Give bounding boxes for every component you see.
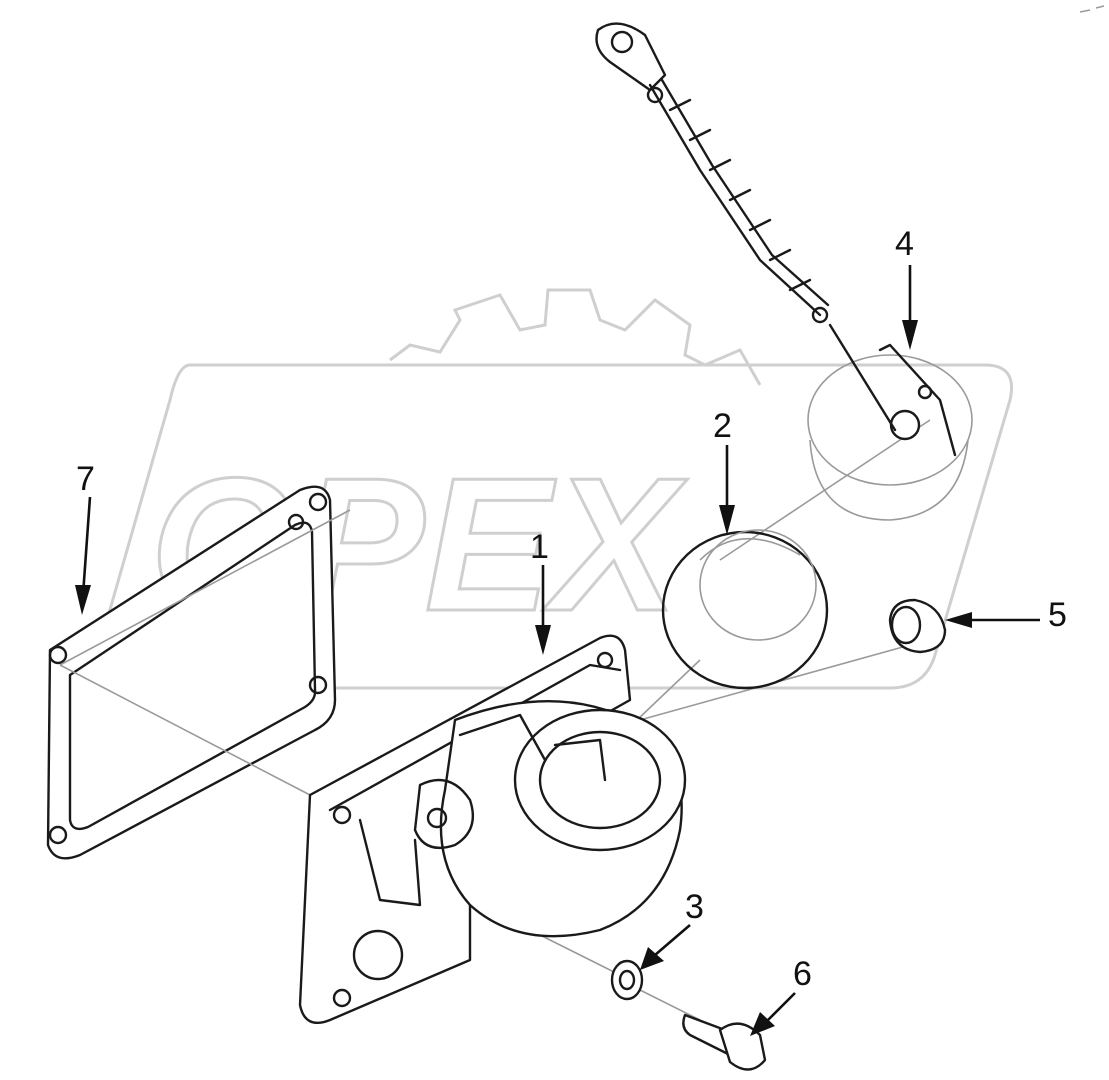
part-3-washer — [610, 959, 644, 1001]
callout-label-3: 3 — [685, 888, 704, 926]
part-7-gasket — [46, 485, 337, 860]
callout-label-7: 7 — [76, 460, 95, 498]
callout-4: 4 — [895, 225, 918, 350]
callout-2: 2 — [713, 407, 735, 535]
callout-6: 6 — [750, 955, 812, 1036]
callout-label-5: 5 — [1048, 596, 1067, 634]
callout-label-1: 1 — [530, 528, 549, 566]
part-1-housing — [298, 634, 687, 1025]
callout-label-6: 6 — [793, 955, 812, 993]
part-4-shaft — [595, 22, 973, 521]
watermark-gear-teeth — [389, 288, 762, 386]
part-2-bearing — [661, 529, 829, 690]
watermark-plate — [93, 363, 1013, 690]
callout-7: 7 — [75, 460, 95, 615]
corner-mark — [1079, 5, 1105, 13]
callout-label-2: 2 — [713, 407, 732, 445]
callout-5: 5 — [945, 596, 1067, 634]
part-5-plug — [888, 598, 947, 654]
callout-1: 1 — [530, 528, 551, 655]
callout-3: 3 — [640, 888, 704, 970]
part-6-bolt — [682, 1013, 767, 1071]
callout-label-4: 4 — [895, 225, 914, 263]
